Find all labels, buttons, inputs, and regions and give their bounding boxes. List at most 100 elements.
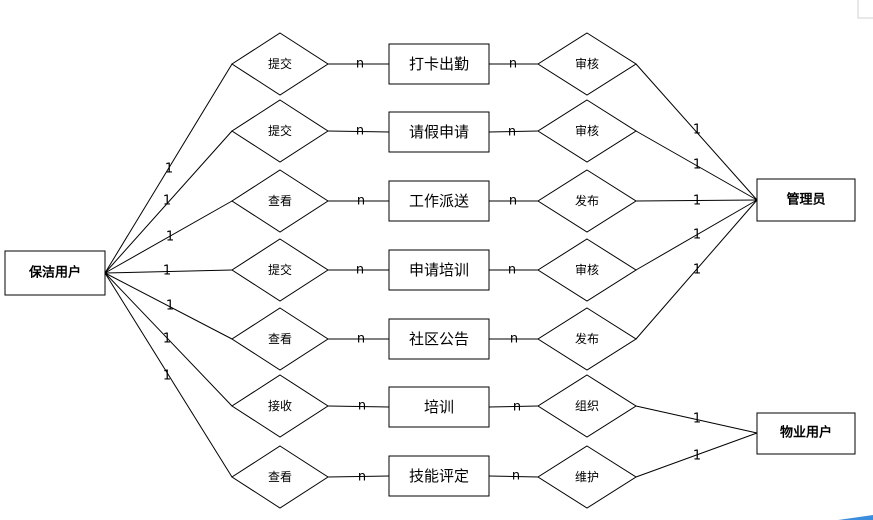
rel-left-3: 提交 [231,238,329,302]
card-right-one-0: 1 [693,123,701,138]
rel-right-5-label: 组织 [575,399,599,413]
card-right-one-6: 1 [693,449,701,464]
rel-left-6-label: 查看 [268,470,292,484]
entity-1: 请假申请 [388,111,490,153]
card-left-n-4: n [357,332,365,347]
rel-right-1-label: 审核 [575,123,599,138]
entity-1-label: 请假申请 [409,123,469,141]
edge-cleaner-4 [104,272,233,340]
edge-cleaner-3 [104,269,233,274]
entity-3: 申请培训 [388,249,490,291]
diagram-nodes: 提交打卡出勤审核提交请假申请审核查看工作派送发布提交申请培训审核查看社区公告发布… [231,32,637,509]
card-left-one-4: 1 [166,299,174,314]
edge-right-actor-1 [635,130,758,201]
card-right-one-3: 1 [693,228,701,243]
rel-right-0: 审核 [537,32,637,96]
card-right-one-4: 1 [693,263,701,278]
entity-6: 技能评定 [388,455,490,497]
edge-cleaner-1 [104,130,233,274]
card-right-n-2: n [509,194,517,209]
edge-right-actor-0 [635,63,758,201]
rel-right-0-label: 审核 [575,56,599,71]
rel-left-4: 查看 [231,307,329,371]
card-left-one-1: 1 [163,194,171,209]
edge-cleaner-6 [104,272,233,478]
edge-left-entity-6 [327,475,390,478]
edge-entity-right-5 [488,405,539,408]
edge-cleaner-5 [104,272,233,407]
card-left-n-1: n [356,124,364,139]
card-right-n-4: n [510,332,518,347]
entity-6-label: 技能评定 [409,467,469,485]
actor-admin: 管理员 [756,178,856,222]
card-right-n-6: n [512,469,520,484]
window-corner-accent [838,515,873,520]
edge-entity-right-6 [488,475,539,478]
card-right-n-5: n [513,400,521,415]
rel-right-3: 审核 [537,238,637,302]
entity-4-label: 社区公告 [409,330,469,348]
entity-5: 培训 [388,386,490,428]
rel-right-4-label: 发布 [575,331,599,346]
entity-2: 工作派送 [388,180,490,222]
edge-left-entity-1 [327,130,390,133]
rel-right-6-label: 维护 [575,470,599,484]
card-left-one-6: 1 [163,369,171,384]
entity-0-label: 打卡出勤 [409,55,469,73]
card-left-n-2: n [357,194,365,209]
card-left-n-3: n [356,263,364,278]
rel-left-4-label: 查看 [268,332,292,346]
entity-0: 打卡出勤 [388,43,490,85]
rel-left-0: 提交 [231,32,329,96]
rel-right-1: 审核 [537,99,637,163]
rel-right-4: 发布 [537,307,637,371]
card-right-n-1: n [508,125,516,140]
actor-property: 物业用户 [756,412,856,455]
card-left-n-6: n [358,470,366,485]
card-left-one-2: 1 [166,230,174,245]
actor-property-label: 物业用户 [780,425,832,441]
rel-left-5: 接收 [231,374,329,438]
edge-right-actor-6 [635,432,758,478]
edge-cleaner-2 [104,200,233,274]
edge-right-actor-3 [635,199,758,271]
card-right-n-3: n [508,263,516,278]
card-left-n-5: n [358,399,366,414]
edge-right-actor-2 [635,199,758,202]
entity-5-label: 培训 [424,398,454,416]
actor-cleaner: 保洁用户 [4,250,106,296]
card-right-one-5: 1 [693,412,701,427]
card-right-one-1: 1 [693,158,701,173]
entity-4: 社区公告 [388,318,490,360]
rel-right-2: 发布 [537,169,637,233]
card-left-one-0: 1 [165,162,173,177]
edge-right-actor-4 [635,199,758,340]
rel-left-3-label: 提交 [268,262,292,277]
actor-cleaner-label: 保洁用户 [28,265,81,281]
edge-entity-right-1 [488,130,539,133]
rel-right-2-label: 发布 [575,193,599,208]
card-right-one-2: 1 [693,194,701,209]
entity-2-label: 工作派送 [409,192,469,210]
card-left-one-3: 1 [163,264,171,279]
rel-right-5: 组织 [537,374,637,438]
rel-right-3-label: 审核 [575,262,599,277]
relationship-lines [104,63,758,478]
rel-left-0-label: 提交 [268,56,292,71]
edge-cleaner-0 [104,63,233,274]
entity-3-label: 申请培训 [409,261,469,279]
window-corner-line [857,0,873,19]
rel-left-2-label: 查看 [268,194,292,208]
rel-left-1-label: 提交 [268,123,292,138]
card-left-n-0: n [356,57,364,72]
rel-right-6: 维护 [537,445,637,509]
edge-right-actor-5 [635,405,758,434]
edge-left-entity-5 [327,405,390,408]
rel-left-5-label: 接收 [268,398,292,413]
rel-left-2: 查看 [231,169,329,233]
actor-admin-label: 管理员 [786,192,825,208]
card-right-n-0: n [509,57,517,72]
rel-left-1: 提交 [231,99,329,163]
